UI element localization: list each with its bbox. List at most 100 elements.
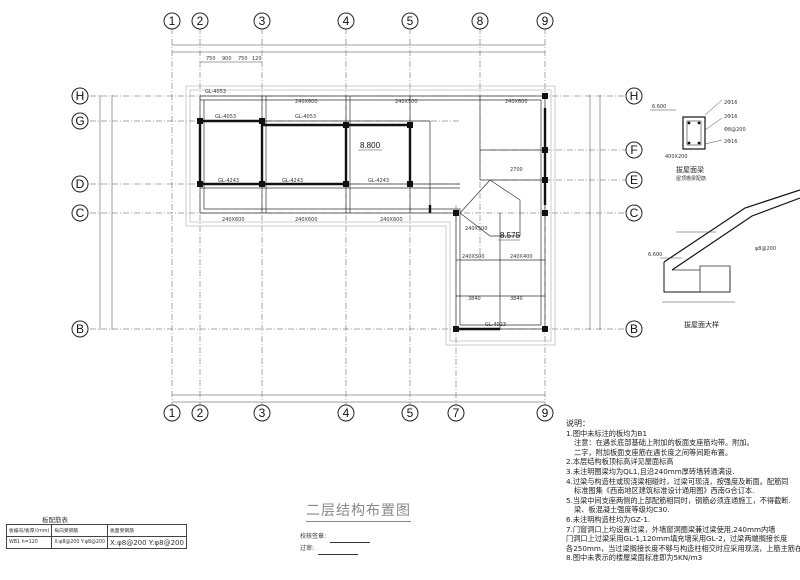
slab-outline [185, 85, 556, 346]
grid-top-2: 2 [197, 14, 204, 28]
beam-label-c2: 240X600 [295, 217, 318, 223]
grid-left-B: B [76, 322, 84, 336]
beam-label-g1: GL-4053 [215, 114, 236, 120]
notes-line: 二字，附加板面支座筋在遇长度之间等间距布置。 [574, 447, 733, 457]
notes-line: 门洞口上过梁采用GL-1,120mm填充墙采用GL-2，过梁两端搁接长度 [566, 534, 788, 544]
drawing-title: 二层结构布置图 [306, 500, 411, 522]
notes-line: 7.门窗洞口上均设置过梁，外墙窗洞圈梁兼过梁使用,240mm内墙 [566, 524, 776, 534]
notes-line: 8.图中未表示的楼屋梁面标准即为5KN/m3 [566, 553, 703, 563]
grid-right-F: F [630, 143, 637, 157]
slab-reinforcement-table: 板编号/板厚/(mm) 纵向受钢筋 板面受钢筋 WB1 h=120 X:φ8@2… [5, 524, 187, 549]
beam-label-d2: GL-4243 [282, 178, 303, 184]
table-row: 板编号/板厚/(mm) 纵向受钢筋 板面受钢筋 [5, 524, 187, 537]
section-subtitle: 屋顶檐梁配筋 [676, 175, 706, 182]
notes-line: 2.本层结构板顶标高详见屋面标高 [566, 457, 674, 467]
grid-left-G: G [75, 114, 84, 128]
roof-beam-section-detail: 6.600 2Φ16 2Φ16 Φ8@200 2Φ16 400X200 拔屋面梁… [650, 99, 746, 182]
beam-label-m3: 240X500 [465, 226, 488, 232]
dim-inner-1: 3840 [468, 296, 481, 302]
section-bar-2: 2Φ16 [724, 114, 737, 120]
beam-label-g2: GL-4053 [295, 114, 316, 120]
beam-label-d1: GL-4243 [218, 178, 239, 184]
section-size: 400X200 [665, 154, 688, 160]
table-cell: X:φ8@200 Y:φ8@200 [107, 536, 187, 549]
beam-label-h1: GL-4053 [205, 89, 226, 95]
design-notes: 说明： 1.图中未标注的板均为B1 注意：在遇长底部基础上附加的板面支座筋均带。… [566, 419, 800, 563]
dim-top-2: 900 [222, 56, 232, 62]
beam-label-h4: 240X600 [505, 99, 528, 105]
notes-line: 4.过梁与构造柱或现浇梁相碰时，过梁可现浇，按强度及断面。配筋同 [566, 476, 789, 486]
beam-label-c3: 240X600 [380, 217, 403, 223]
signature-label-1: 校核签章: [300, 533, 327, 540]
grid-top-8: 8 [477, 14, 484, 28]
notes-line: 梁、板混凝土强度等级均C30. [574, 505, 670, 515]
grid-bubbles-right: H F E C B [625, 87, 643, 338]
notes-line: 1.图中未标注的板均为B1 [566, 428, 648, 438]
beam-label-b1: GL-4023 [485, 322, 506, 328]
dimension-text: 750 900 750 120 3840 3840 2700 [206, 56, 523, 302]
grid-top-3: 3 [259, 14, 266, 28]
big-detail-title: 拔屋面大样 [684, 320, 719, 329]
grid-bottom-3: 3 [259, 406, 266, 420]
grid-bottom-1: 1 [169, 406, 176, 420]
grid-right-E: E [630, 173, 638, 187]
table-header-cell: 板编号/板厚/(mm) [5, 524, 53, 537]
grid-bottom-7: 7 [453, 406, 460, 420]
slope-rebar: φ8@200 [755, 246, 776, 252]
grid-left-D: D [76, 177, 85, 191]
grid-bubbles-left: H G D C B [71, 87, 89, 338]
dim-top-1: 750 [206, 56, 216, 62]
section-bar-4: 2Φ16 [724, 139, 737, 145]
table-header-cell: 纵向受钢筋 [51, 524, 108, 537]
grid-right-B: B [630, 322, 638, 336]
grid-bottom-5: 5 [407, 406, 414, 420]
columns [197, 93, 548, 332]
beam-label-h2: 240X600 [295, 99, 318, 105]
grid-bottom-2: 2 [197, 406, 204, 420]
level-stair: 8.575 [500, 231, 521, 240]
beam-labels: GL-4053 240X600 240X500 240X600 GL-4053 … [205, 89, 533, 328]
grid-bottom-9: 9 [542, 406, 549, 420]
legend-title: 板配筋表 [42, 516, 68, 524]
notes-line: 各250mm，当过梁搁接长度不够与构造柱相交时应采用现浇，上筋主筋在同下部 [566, 543, 800, 553]
grid-top-5: 5 [407, 14, 414, 28]
grid-top-4: 4 [343, 14, 350, 28]
grid-left-C: C [76, 206, 85, 220]
beams [199, 95, 546, 330]
beam-label-h3: 240X500 [395, 99, 418, 105]
roof-slope-detail: 6.600 φ8@200 拔屋面大样 [648, 189, 800, 329]
dim-inner-3: 2700 [510, 167, 523, 173]
grid-right-H: H [630, 89, 639, 103]
section-title: 拔屋面梁 [676, 165, 704, 174]
signature-block: 校核签章: 过审: [300, 531, 371, 555]
beam-label-m2: 240X400 [510, 254, 533, 260]
dimension-lines [99, 44, 601, 403]
walls [198, 108, 547, 331]
notes-line: 6.未注明构造柱均为GZ-1. [566, 514, 651, 524]
section-bar-3: Φ8@200 [724, 127, 746, 133]
grid-right-C: C [630, 206, 639, 220]
grid-lines [90, 28, 630, 405]
ridge-level: 6.600 [652, 104, 666, 110]
dim-top-4: 120 [252, 56, 262, 62]
dim-top-3: 750 [238, 56, 248, 62]
grid-bubbles-top: 1 2 3 4 5 8 9 [163, 12, 554, 30]
grid-bubbles-bottom: 1 2 3 4 5 7 9 [163, 404, 554, 422]
beam-label-m1: 240X500 [462, 254, 485, 260]
notes-line: 3.未注明圈梁均为QL1,且沿240mm厚砖墙转通满设. [566, 466, 735, 476]
table-cell: WB1 h=120 [5, 536, 53, 549]
beam-label-d3: GL-4243 [368, 178, 389, 184]
levels: 8.800 8.575 [358, 141, 521, 241]
grid-top-1: 1 [169, 14, 176, 28]
notes-heading: 说明： [566, 419, 590, 428]
signature-label-2: 过审: [300, 545, 315, 552]
slope-level: 6.600 [648, 252, 662, 258]
section-bar-1: 2Φ16 [724, 100, 737, 106]
notes-line: 标准图集《西南地区建筑标准设计通用图》西南G合订本. [574, 486, 755, 496]
notes-line: 注意：在遇长底部基础上附加的板面支座筋均带。附加。 [574, 438, 754, 448]
grid-bottom-4: 4 [343, 406, 350, 420]
table-cell: X:φ8@200 Y:φ8@200 [51, 536, 108, 549]
level-main: 8.800 [360, 141, 381, 150]
table-header-cell: 板面受钢筋 [107, 524, 187, 537]
